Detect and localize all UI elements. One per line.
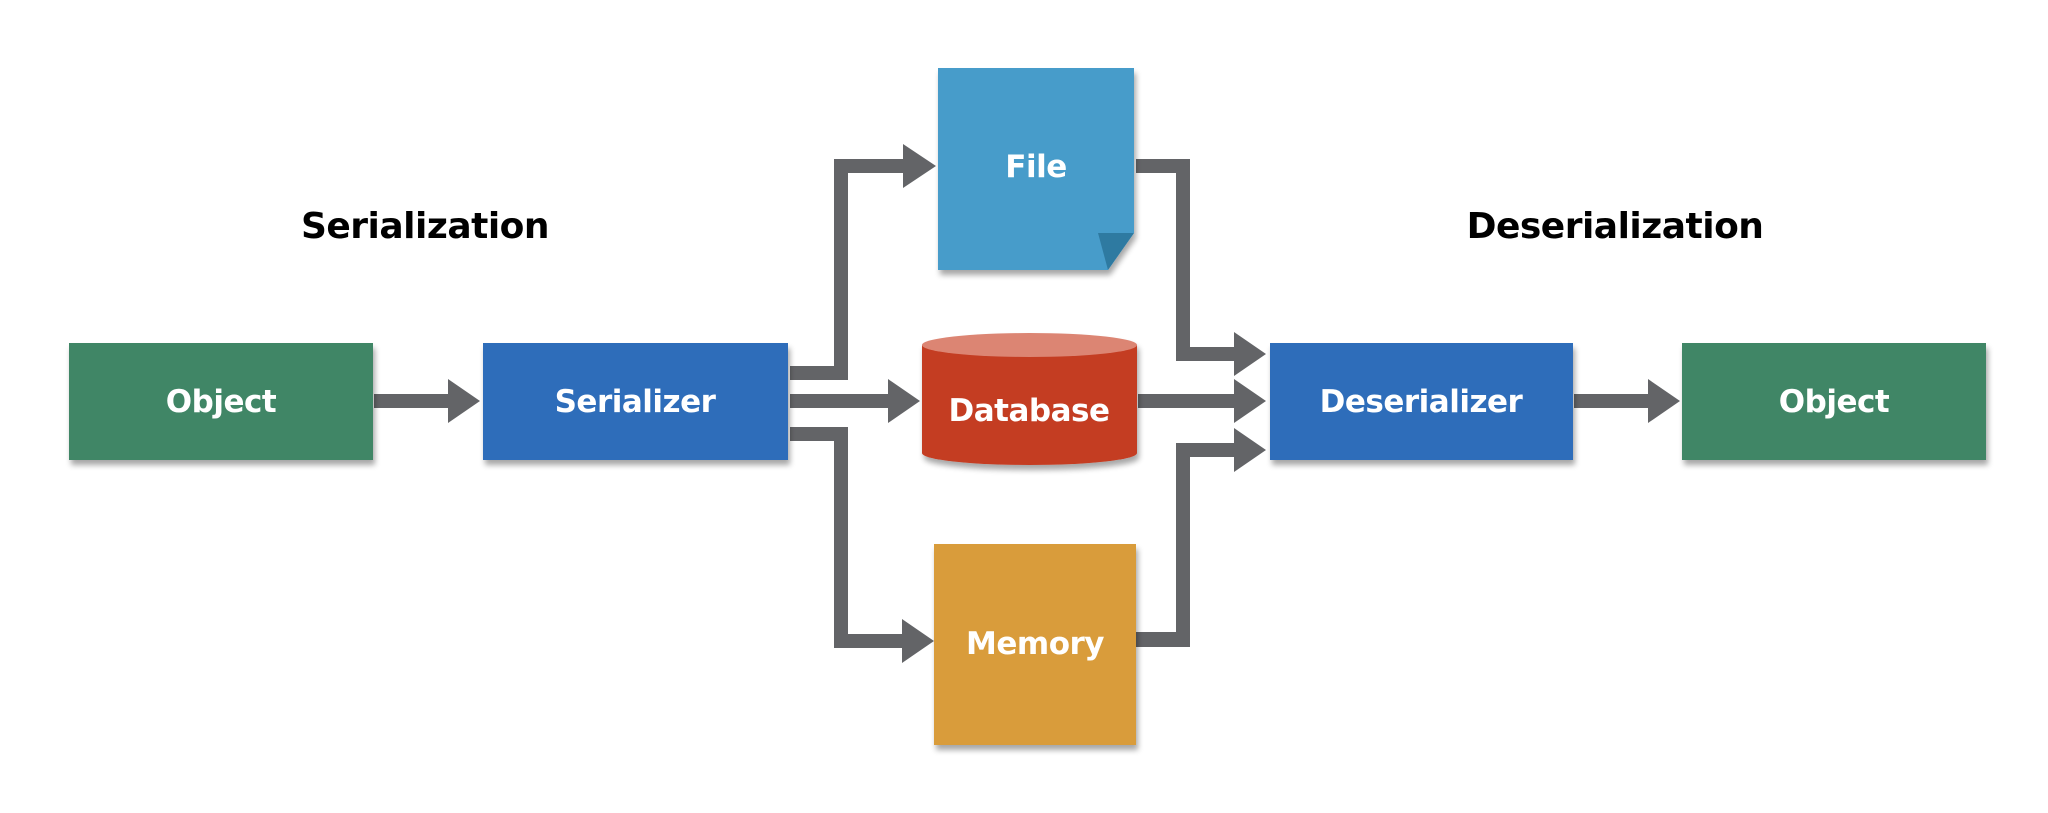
object-source-node <box>69 343 373 460</box>
deserialization-heading: Deserialization <box>1466 206 1764 247</box>
serializer-box <box>483 343 788 460</box>
arrow-serializer-to-database <box>790 379 920 423</box>
database-top <box>922 333 1137 357</box>
deserializer-label: Deserializer <box>1320 384 1524 420</box>
deserializer-node <box>1270 343 1573 460</box>
database-body <box>922 345 1137 465</box>
database-label: Database <box>949 393 1110 429</box>
file-label: File <box>1005 149 1066 185</box>
serializer-node <box>483 343 788 460</box>
object-source-box <box>69 343 373 460</box>
arrow-serializer-to-file <box>790 144 936 380</box>
file-fold-corner <box>1098 233 1134 270</box>
object-source-label: Object <box>166 384 277 420</box>
arrow-serializer-to-memory <box>790 427 934 663</box>
serialization-heading: Serialization <box>300 206 550 247</box>
object-target-box <box>1682 343 1986 460</box>
memory-node <box>934 544 1136 745</box>
arrow-file-to-deserializer <box>1136 159 1266 376</box>
serializer-label: Serializer <box>555 384 717 420</box>
object-target-label: Object <box>1779 384 1890 420</box>
arrow-database-to-deserializer <box>1138 379 1266 423</box>
memory-box <box>934 544 1136 745</box>
memory-label: Memory <box>966 626 1104 662</box>
arrow-memory-to-deserializer <box>1136 428 1266 647</box>
arrow-object-to-serializer <box>374 379 480 423</box>
deserializer-box <box>1270 343 1573 460</box>
arrow-deserializer-to-object <box>1574 379 1680 423</box>
database-node <box>922 333 1137 465</box>
file-node <box>938 68 1134 270</box>
object-target-node <box>1682 343 1986 460</box>
arrows-group <box>374 144 1680 663</box>
file-shape <box>938 68 1134 270</box>
